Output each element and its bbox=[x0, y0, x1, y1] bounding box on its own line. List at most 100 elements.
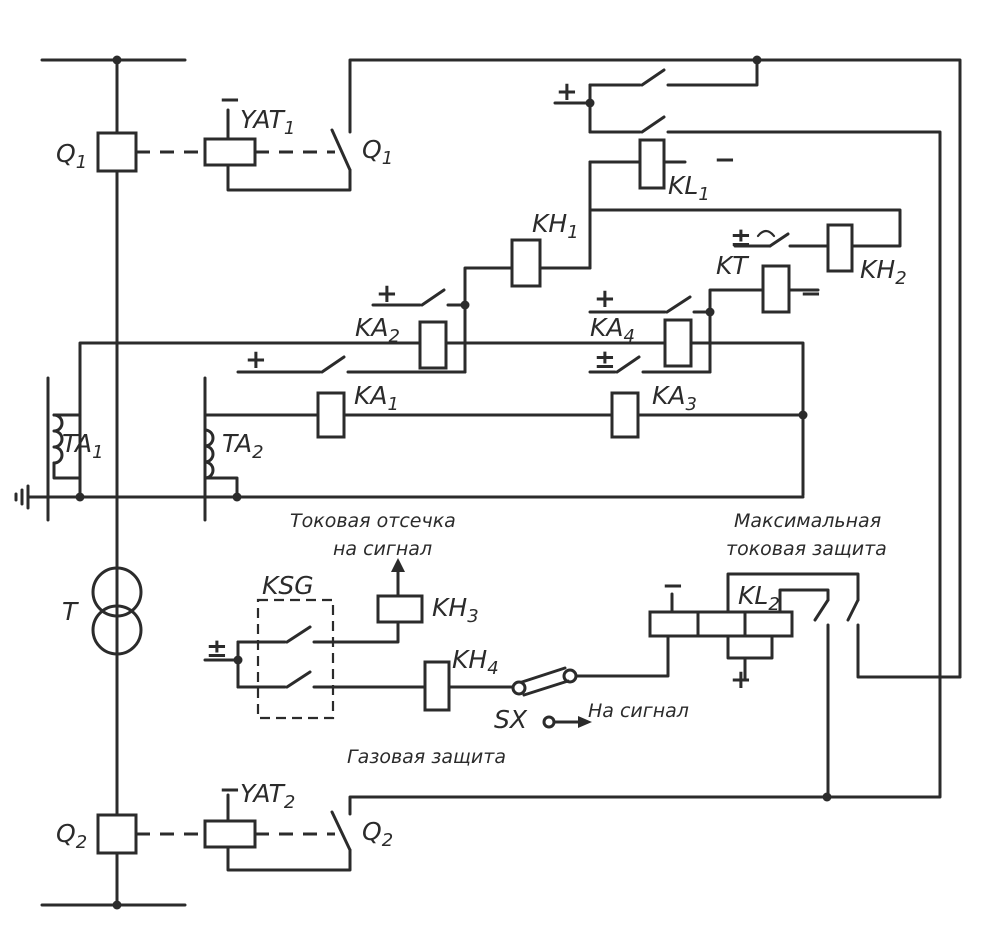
junction-dot bbox=[75, 492, 85, 502]
breaker-q2-symbol bbox=[96, 813, 138, 855]
ka3-label: KA3 bbox=[652, 381, 697, 415]
ta2-label: TA2 bbox=[222, 429, 264, 463]
sx-terminal bbox=[511, 680, 527, 696]
wire bbox=[666, 58, 759, 87]
kh2-coil bbox=[826, 223, 854, 273]
wire-to-kh2 bbox=[588, 208, 902, 248]
ka2-coil bbox=[418, 320, 448, 370]
junction-dot bbox=[798, 410, 808, 420]
kl1-contact-1 bbox=[640, 68, 666, 87]
component-labels: Q1 Q1 YAT1 − Q2 Q2 YAT2 − + − KL1 KH1 KH… bbox=[56, 77, 907, 853]
ka3-coil bbox=[610, 391, 640, 439]
kl2-minus-sign: − bbox=[662, 571, 684, 601]
output-relay-kl1 bbox=[553, 58, 942, 270]
wire bbox=[226, 163, 352, 192]
indicator-relay-kh1 bbox=[460, 238, 592, 374]
time-delay-mark bbox=[756, 229, 776, 238]
yat2-coil bbox=[203, 819, 257, 849]
q2-label: Q2 bbox=[56, 819, 87, 853]
kl2-coil-block bbox=[648, 610, 794, 638]
wire bbox=[689, 341, 805, 497]
kl1-label: KL1 bbox=[668, 171, 710, 205]
ka4-label: KA4 bbox=[590, 313, 635, 347]
current-cutoff-caption-line1: Токовая отсечка bbox=[290, 510, 456, 532]
wire bbox=[574, 634, 670, 678]
transformer-winding-1 bbox=[91, 566, 143, 618]
arrow-up-icon bbox=[391, 558, 405, 572]
ka1-contact bbox=[320, 355, 346, 374]
current-transformers bbox=[14, 376, 805, 522]
breaker-q1-symbol bbox=[96, 131, 138, 173]
current-relays-lower bbox=[203, 355, 808, 439]
output-relay-kl2 bbox=[648, 572, 962, 799]
yat1-label: YAT1 bbox=[240, 105, 295, 139]
ksg-contact-1 bbox=[285, 625, 312, 644]
ka4-contact bbox=[665, 295, 692, 314]
kl1-plus-sign: + bbox=[556, 77, 578, 107]
junction-dot bbox=[232, 492, 242, 502]
kl1-coil bbox=[638, 138, 666, 190]
trip-wire-q1 bbox=[348, 58, 962, 679]
yat2-label: YAT2 bbox=[240, 779, 295, 813]
kl2-contact-2 bbox=[846, 598, 860, 622]
wire bbox=[203, 476, 239, 499]
ka2-contact bbox=[420, 288, 446, 307]
kh2-label: KH2 bbox=[860, 255, 907, 289]
wire-from-max-current bbox=[726, 572, 860, 614]
kl1-minus-sign: − bbox=[714, 145, 736, 175]
ka2-plus-sign: + bbox=[376, 279, 398, 309]
to-signal-caption: На сигнал bbox=[588, 700, 689, 722]
kh4-label: KH4 bbox=[452, 645, 499, 679]
kt-label: KT bbox=[716, 251, 749, 280]
yat1-coil bbox=[203, 137, 257, 167]
time-relay-kt bbox=[705, 223, 854, 374]
ka1-label: KA1 bbox=[354, 381, 399, 415]
gas-protection-caption: Газовая защита bbox=[347, 746, 506, 768]
wire bbox=[463, 266, 514, 374]
ka2-label: KA2 bbox=[355, 313, 400, 347]
current-relays-upper bbox=[78, 288, 805, 497]
ksg-label: KSG bbox=[262, 571, 314, 600]
q1-label: Q1 bbox=[56, 139, 87, 173]
yat2-minus-sign: − bbox=[219, 775, 241, 805]
yat1-minus-sign: − bbox=[219, 85, 241, 115]
q2-contact-label: Q2 bbox=[362, 817, 393, 851]
sx-switch-bar bbox=[520, 666, 567, 684]
junction-dot bbox=[585, 98, 595, 108]
wire bbox=[726, 634, 774, 660]
trip-wire-q2 bbox=[348, 138, 942, 816]
kl2-label: KL2 bbox=[738, 581, 780, 615]
max-current-caption-line1: Максимальная bbox=[734, 510, 881, 532]
kh4-coil bbox=[423, 660, 451, 712]
ka3-contact bbox=[615, 355, 641, 374]
ta1-label: TA1 bbox=[62, 429, 104, 463]
wire bbox=[708, 288, 765, 374]
sx-label: SX bbox=[494, 705, 528, 734]
ka3-plus-minus-sign: ± bbox=[594, 345, 616, 375]
power-transformer bbox=[91, 566, 143, 656]
q1-aux-contact bbox=[330, 128, 352, 172]
kt-contact bbox=[768, 232, 790, 248]
kh1-coil bbox=[510, 238, 542, 288]
transformer-winding-2 bbox=[91, 604, 143, 656]
kt-coil bbox=[761, 264, 791, 314]
ksg-contact-2 bbox=[285, 670, 312, 689]
kh3-label: KH3 bbox=[432, 593, 479, 627]
junction-dot bbox=[233, 655, 243, 665]
wire bbox=[856, 623, 962, 679]
ka4-coil bbox=[663, 318, 693, 368]
q2-aux-contact bbox=[330, 810, 352, 852]
arrow-right-icon bbox=[578, 716, 592, 728]
gas-protection bbox=[203, 558, 670, 729]
sx-switch-bar bbox=[522, 679, 570, 697]
ta1-winding bbox=[52, 413, 64, 465]
kl2-plus-sign: + bbox=[730, 665, 752, 695]
junction-dot bbox=[112, 900, 122, 910]
current-cutoff-caption-line2: на сигнал bbox=[333, 538, 432, 560]
ksg-plus-minus-sign: ± bbox=[206, 634, 228, 664]
kt-plus-minus-sign: ± bbox=[730, 223, 752, 253]
ka1-coil bbox=[316, 391, 346, 439]
kl2-contact-1 bbox=[813, 598, 830, 622]
wire bbox=[778, 588, 830, 614]
